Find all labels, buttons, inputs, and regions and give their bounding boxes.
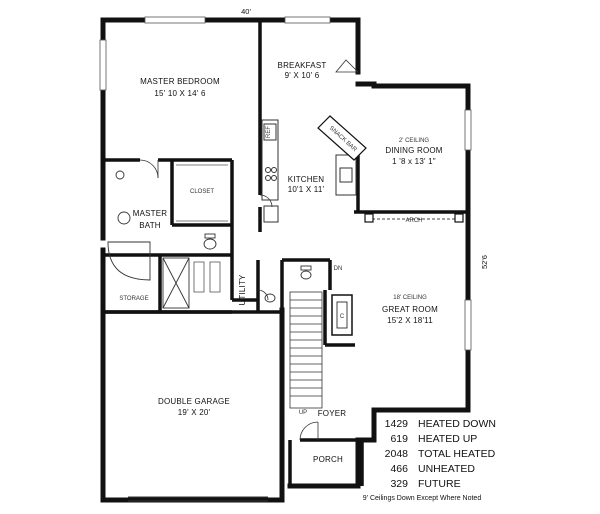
- stat-value: 329: [390, 478, 408, 490]
- garage-name: DOUBLE GARAGE: [158, 397, 230, 406]
- overall-depth-label: 52'6: [480, 255, 489, 269]
- stair-up-label: UP: [299, 410, 307, 416]
- stat-label: UNHEATED: [418, 463, 475, 475]
- garage-size: 19' X 20': [178, 408, 211, 417]
- stat-label: FUTURE: [418, 478, 461, 490]
- bath-fixtures: [107, 170, 312, 309]
- kitchen-counters: [261, 119, 357, 223]
- overall-width-label: 40': [241, 7, 251, 16]
- stat-label: TOTAL HEATED: [418, 448, 496, 460]
- closet-label: CLOSET: [190, 189, 214, 195]
- dining-ceiling-note: 2' CEILING: [399, 138, 429, 144]
- great-room-name: GREAT ROOM: [382, 305, 438, 314]
- stairs: [289, 291, 323, 409]
- windows: [99, 16, 472, 351]
- area-stats: 1429 HEATED DOWN 619 HEATED UP 2048 TOTA…: [385, 418, 496, 490]
- breakfast-name: BREAKFAST: [278, 61, 327, 70]
- closet-shelves: [176, 164, 228, 293]
- master-bedroom-size: 15' 10 X 14' 6: [154, 89, 206, 98]
- stat-value: 466: [390, 463, 408, 475]
- great-room-size: 15'2 X 18'11: [387, 316, 433, 325]
- utility-label: UTILITY: [238, 274, 247, 306]
- great-room-ceiling-note: 18' CEILING: [393, 295, 427, 301]
- ref-label: REF: [266, 126, 272, 138]
- dining-room-name: DINING ROOM: [385, 146, 442, 155]
- master-bath-name: MASTER: [133, 209, 168, 218]
- storage-label: STORAGE: [119, 296, 148, 302]
- master-bath-name2: BATH: [139, 221, 161, 230]
- dining-room-size: 1 '8 x 13' 1": [392, 157, 436, 166]
- fireplace: [331, 294, 353, 336]
- kitchen-size: 10'1 X 11': [288, 185, 325, 194]
- stat-label: HEATED UP: [418, 433, 477, 445]
- arch-label: ARCH: [405, 218, 422, 224]
- snack-bar: [317, 115, 367, 161]
- stat-value: 2048: [385, 448, 409, 460]
- columns: [364, 213, 464, 223]
- doors: [139, 59, 359, 441]
- kitchen-name: KITCHEN: [288, 175, 325, 184]
- foyer-label: FOYER: [318, 409, 347, 418]
- ceiling-footnote: 9' Ceilings Down Except Where Noted: [363, 495, 482, 502]
- garage-door: [128, 496, 268, 502]
- stat-value: 1429: [385, 418, 409, 430]
- stair-dn-label: DN: [334, 266, 343, 272]
- fireplace-label: C: [340, 314, 345, 320]
- stat-label: HEATED DOWN: [418, 418, 496, 430]
- master-bedroom-name: MASTER BEDROOM: [140, 77, 220, 86]
- interior-walls: [103, 22, 468, 486]
- stat-value: 619: [390, 433, 408, 445]
- breakfast-size: 9' X 10' 6: [285, 71, 320, 80]
- porch-label: PORCH: [313, 455, 343, 464]
